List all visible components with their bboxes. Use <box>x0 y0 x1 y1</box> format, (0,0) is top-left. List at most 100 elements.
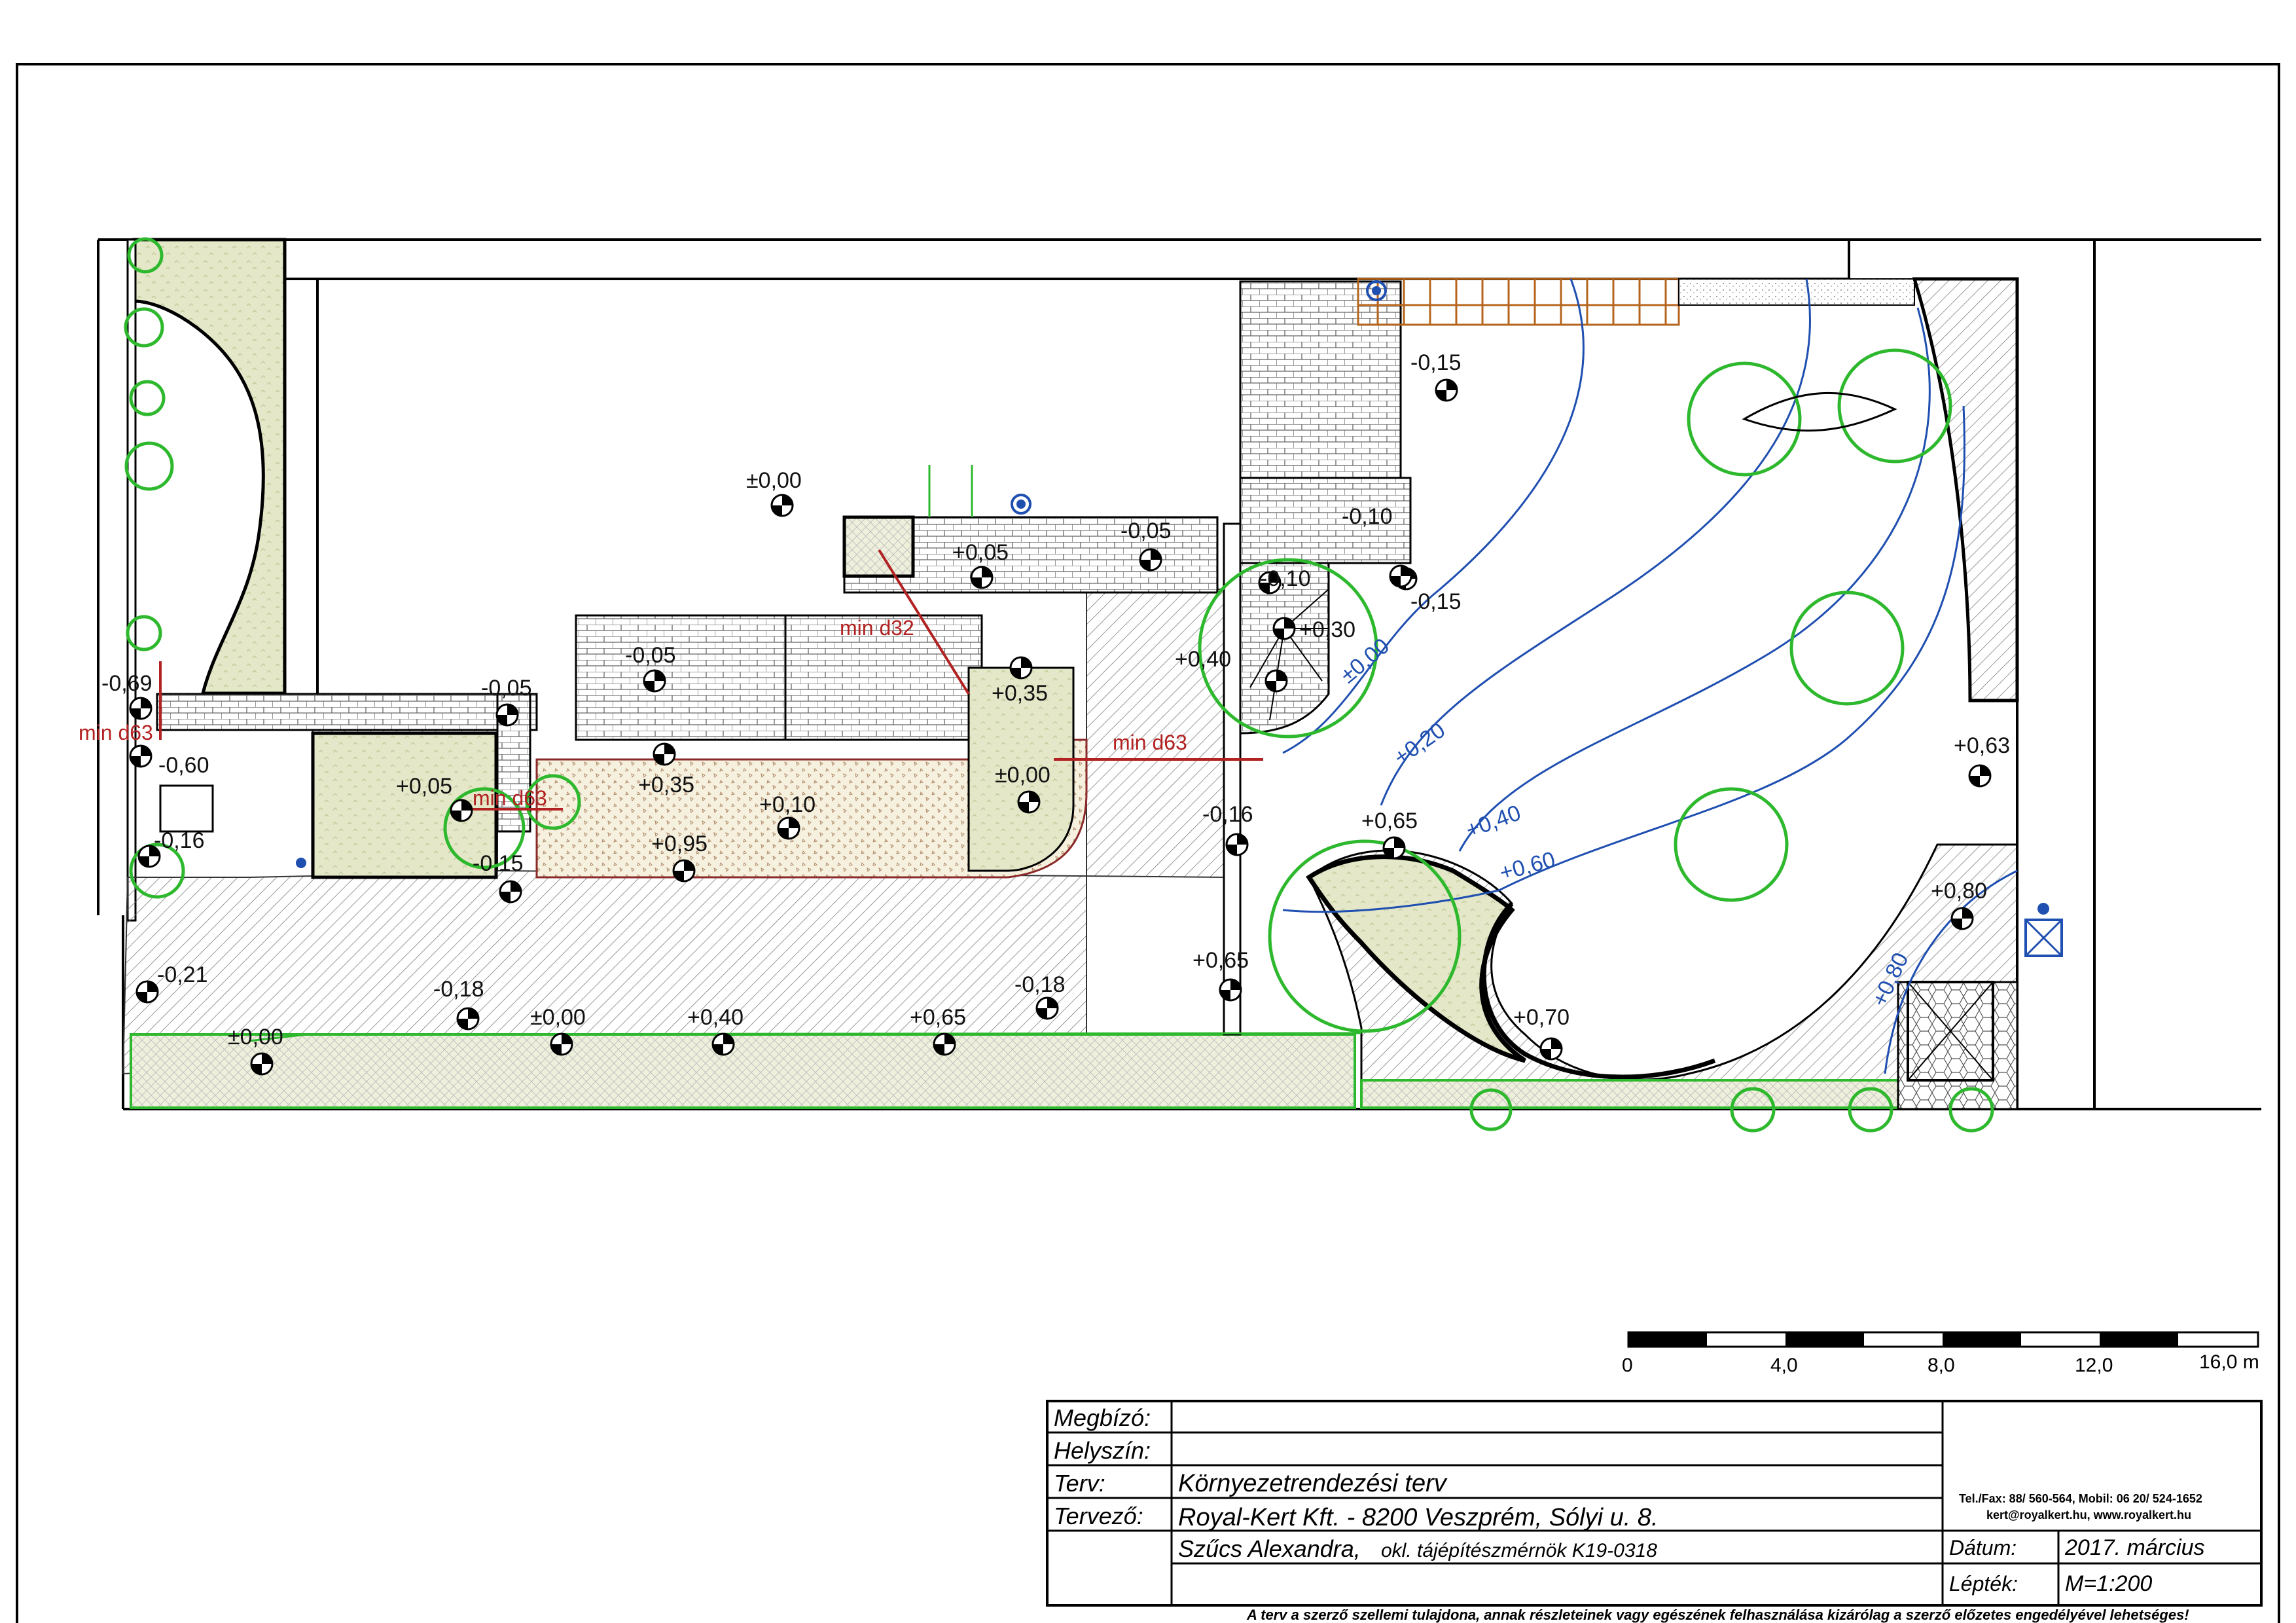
elevation-label: +0,05 <box>952 540 1009 565</box>
elevation-label: +0,95 <box>651 831 708 856</box>
elevation-label: +0,63 <box>1954 733 2010 758</box>
trees <box>124 237 1994 1133</box>
contour-label: +0,40 <box>1463 800 1524 843</box>
elevation-marker-icon <box>550 1032 573 1056</box>
elevation-marker-icon <box>933 1032 956 1056</box>
elevation-marker-icon <box>653 742 676 766</box>
pipe-label-2: min d63 <box>1113 731 1187 754</box>
scale-tick: 16,0 m <box>2199 1351 2259 1373</box>
inspection-box <box>2024 919 2063 957</box>
tree-15 <box>1469 1088 1513 1131</box>
valve-icon <box>1011 494 1031 515</box>
tree-6 <box>1268 839 1462 1033</box>
elevation-marker-icon <box>643 669 666 693</box>
elevation-marker-icon <box>1139 548 1162 572</box>
pipe-label-4: min d63 <box>79 721 153 744</box>
paved-stairs-left <box>575 614 787 741</box>
elevation-marker-icon <box>456 1007 480 1030</box>
pipes <box>159 549 1263 811</box>
copyright-note: A terv a szerző szellemi tulajdona, anna… <box>1246 1607 2189 1623</box>
elevation-label: -0,15 <box>473 851 524 876</box>
elevation-labels: ±0,00 -0,15 -0,10 -0,15 -0,05 +0,05 -0,1… <box>101 350 2010 1049</box>
elevation-label: ±0,00 <box>995 763 1050 788</box>
elevation-label: ±0,00 <box>530 1005 586 1030</box>
lawn-band-south <box>130 1033 1356 1109</box>
elevation-marker-icon <box>129 697 152 720</box>
tree-11 <box>124 307 164 348</box>
hammock <box>1742 392 1897 432</box>
tree-7 <box>443 787 526 869</box>
paved-ne-step <box>1239 477 1412 564</box>
hex-paving <box>1897 981 2018 1110</box>
tree-4 <box>1674 787 1789 902</box>
spiral-stair <box>1239 562 1330 735</box>
tree-3 <box>1789 591 1905 706</box>
tree-12 <box>129 380 166 416</box>
elevation-marker-icon <box>1225 833 1249 856</box>
elevation-marker-icon <box>1539 1037 1563 1061</box>
elevation-label: -0,16 <box>1202 802 1253 827</box>
elevation-marker-icon <box>672 859 696 883</box>
tree-16 <box>1730 1087 1776 1133</box>
contact-line-1: Tel./Fax: 88/ 560-564, Mobil: 06 20/ 524… <box>1959 1492 2202 1505</box>
scale-bar: 0 4,0 8,0 12,0 16,0 m <box>1622 1331 2259 1376</box>
elevation-label: -0,16 <box>154 828 205 853</box>
gravel-strip-top <box>1678 278 1915 306</box>
elevation-label: +0,70 <box>1513 1005 1570 1030</box>
designer-title: okl. tájépítészmérnök K19-0318 <box>1381 1540 1657 1561</box>
elevation-label: -0,05 <box>481 676 532 701</box>
elevation-marker-icon <box>1017 790 1041 814</box>
sprinkler-icon <box>296 858 306 868</box>
title-key-client: Megbízó: <box>1054 1404 1151 1431</box>
elevation-marker-icon <box>1968 764 1992 788</box>
white-box <box>159 784 214 833</box>
elevation-marker-icon <box>770 494 794 517</box>
elevation-label: -0,21 <box>157 962 208 987</box>
elevation-label: -0,60 <box>158 753 209 778</box>
elevation-label: +0,80 <box>1931 879 1987 903</box>
elevation-label: -0,10 <box>1260 566 1311 591</box>
central-wall <box>1223 522 1242 1036</box>
tree-17 <box>1848 1087 1893 1133</box>
raised-lawn-terrace <box>967 666 1075 872</box>
left-lawn-bed <box>132 238 287 695</box>
elevation-label: +0,35 <box>638 773 694 797</box>
date-label: Dátum: <box>1949 1536 2017 1559</box>
elevation-marker-icon <box>1035 996 1059 1020</box>
scale-tick: 0 <box>1622 1355 1633 1376</box>
contact-line-2: kert@royalkert.hu, www.royalkert.hu <box>1986 1508 2191 1522</box>
pipe-label-3: min d63 <box>473 786 547 810</box>
elevation-label: -0,05 <box>1121 519 1172 543</box>
tree-1 <box>1687 361 1802 477</box>
contour-lines <box>1282 278 2018 1074</box>
paved-step-block <box>842 515 915 578</box>
tree-2 <box>1837 348 1952 464</box>
elevation-marker-icon <box>1435 378 1458 402</box>
title-key-plan: Terv: <box>1054 1470 1105 1497</box>
date-value: 2017. március <box>2064 1535 2205 1560</box>
elevation-label: -0,18 <box>1014 972 1066 997</box>
tree-9 <box>129 843 185 899</box>
elevation-marker-icon <box>1009 656 1033 680</box>
elevation-marker-icon <box>1382 836 1406 860</box>
elevation-marker-icon <box>1265 669 1288 693</box>
tree-8 <box>525 774 581 830</box>
elevation-marker-icon <box>777 816 800 840</box>
elevation-label: +0,65 <box>910 1005 966 1030</box>
elevation-label: +0,35 <box>992 681 1048 706</box>
elevation-marker-icon <box>137 845 161 868</box>
lawn-band-south-east <box>1360 1079 1906 1109</box>
scale-tick: 4,0 <box>1770 1355 1798 1376</box>
hydrant-icon <box>2037 903 2049 915</box>
tree-14 <box>126 615 162 651</box>
elevation-marker-icon <box>1258 571 1282 594</box>
elevation-label: +0,40 <box>1175 647 1231 672</box>
tree-10 <box>127 237 164 274</box>
tree-5 <box>1198 558 1378 739</box>
drawing-frame <box>16 63 2280 1623</box>
elevation-label: -0,15 <box>1410 350 1462 375</box>
paved-ne-column <box>1239 280 1402 479</box>
elevation-marker-icon <box>129 744 152 768</box>
pergola-slats <box>1358 279 1679 325</box>
contour-label: +0,20 <box>1390 718 1450 770</box>
